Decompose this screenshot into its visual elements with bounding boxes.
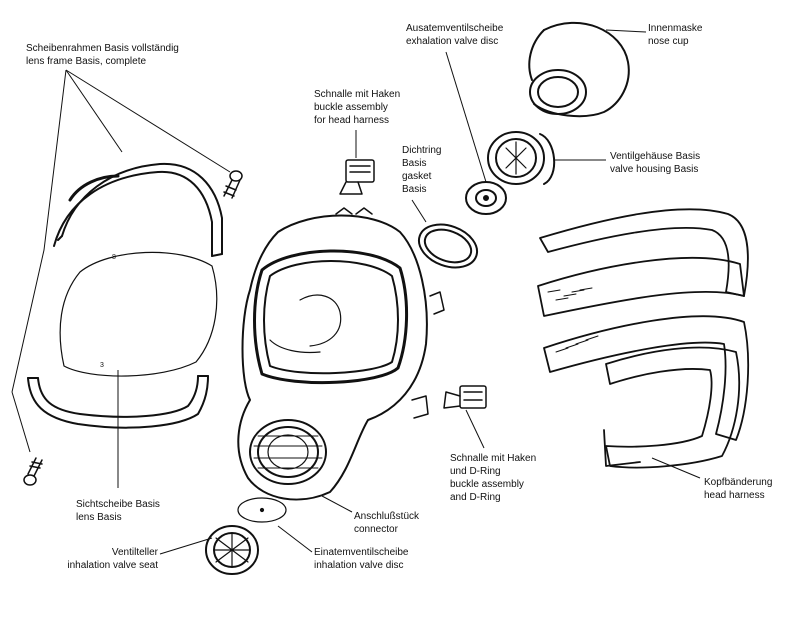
lens-part — [59, 251, 218, 377]
label-connector: Anschlußstück connector — [354, 511, 420, 535]
inhalation-valve-disc-part — [237, 497, 287, 523]
leader-lens-frame-left — [11, 69, 67, 393]
lens-mark-3: 3 — [100, 362, 104, 369]
leader-head-harness — [651, 457, 701, 479]
label-gasket: Dichtring Basis gasket Basis — [402, 145, 442, 195]
buckle-dring-part — [443, 385, 487, 409]
leader-buckle-dring — [465, 409, 485, 449]
buckle-head-part — [339, 159, 375, 195]
label-exhalation-valve-disc: Ausatemventilscheibe exhalation valve di… — [406, 23, 504, 47]
label-valve-housing: Ventilgehäuse Basis valve housing Basis — [610, 151, 701, 175]
inhalation-valve-seat-part — [205, 525, 259, 575]
mask-body — [237, 207, 445, 501]
screw-top — [223, 170, 243, 199]
leader-gasket — [411, 199, 427, 223]
leader-nose-cup — [605, 29, 647, 33]
leader-exhalation-disc — [445, 51, 487, 183]
leader-lens-frame-screw-bottom — [11, 391, 31, 453]
connector-part — [249, 419, 327, 485]
label-lens: Sichtscheibe Basis lens Basis — [76, 499, 160, 523]
leader-lens-frame-screw — [65, 69, 231, 173]
head-harness-part — [537, 208, 750, 469]
lens-frame-top-part — [53, 162, 223, 257]
nose-cup-part — [528, 21, 630, 118]
label-head-harness: Kopfbänderung head harness — [704, 477, 773, 501]
label-lens-frame: Scheibenrahmen Basis vollständig lens fr… — [26, 43, 179, 67]
lens-frame-bottom-part — [27, 375, 209, 429]
label-inhalation-valve-disc: Einatemventilscheibe inhalation valve di… — [314, 547, 409, 571]
leader-inhalation-seat — [159, 537, 213, 555]
leader-lines — [11, 29, 701, 555]
valve-housing-part — [487, 131, 556, 185]
gasket-part — [417, 223, 479, 269]
lens-mark-8: 8 — [112, 254, 116, 261]
label-buckle-dring: Schnalle mit Haken und D-Ring buckle ass… — [450, 453, 537, 503]
label-inhalation-valve-seat: Ventilteller inhalation valve seat — [67, 547, 158, 571]
exhalation-valve-disc-part — [465, 181, 507, 215]
label-buckle-head-harness: Schnalle mit Haken buckle assembly for h… — [314, 89, 401, 126]
leader-lens-frame-top — [65, 69, 123, 153]
leader-inhalation-disc — [277, 525, 313, 553]
label-nose-cup: Innenmaske nose cup — [648, 23, 703, 47]
leader-connector — [321, 495, 353, 513]
screw-bottom — [23, 457, 43, 486]
